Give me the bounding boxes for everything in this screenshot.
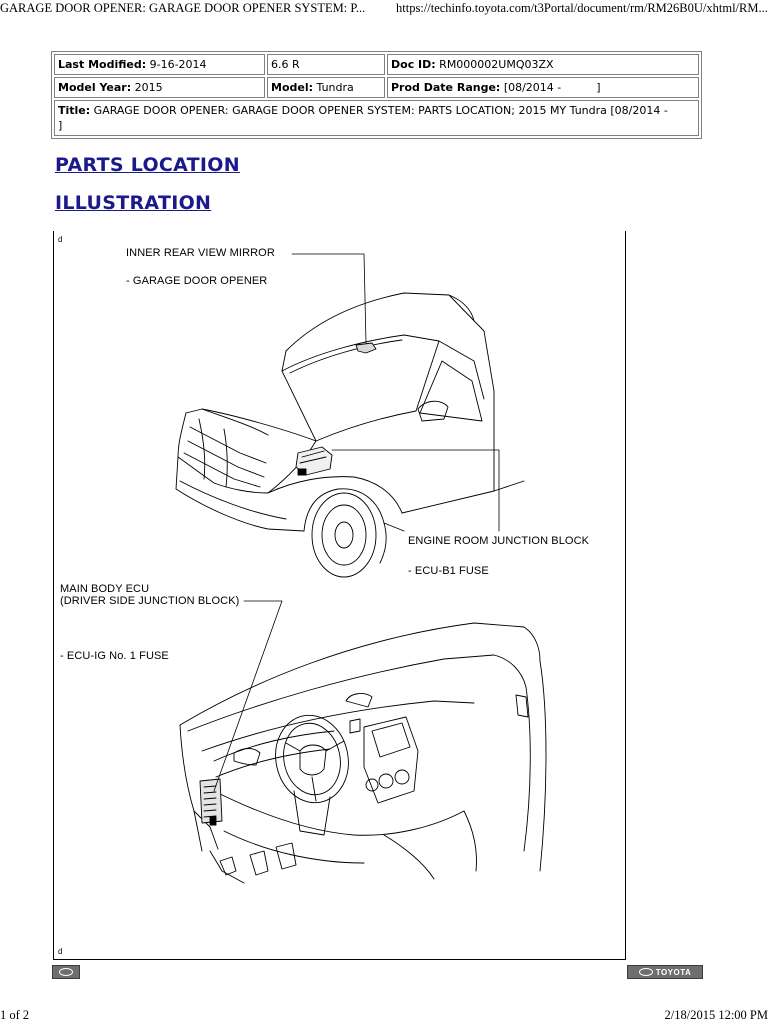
title-value: GARAGE DOOR OPENER: GARAGE DOOR OPENER S…	[58, 104, 703, 132]
label-main-body-ecu: MAIN BODY ECU	[60, 583, 150, 595]
parts-location-illustration: INNER REAR VIEW MIRROR - GARAGE DOOR OPE…	[53, 231, 626, 960]
toyota-logo-icon	[59, 968, 73, 976]
print-datetime: 2/18/2015 12:00 PM	[664, 1008, 768, 1022]
label-garage-opener: - GARAGE DOOR OPENER	[126, 275, 268, 287]
print-header-url[interactable]: https://techinfo.toyota.com/t3Portal/doc…	[396, 1, 768, 15]
label-ecu-b1-fuse: - ECU-B1 FUSE	[408, 565, 489, 577]
nav-back-button[interactable]	[52, 965, 80, 979]
label-driver-side-jb: (DRIVER SIDE JUNCTION BLOCK)	[60, 595, 240, 607]
print-footer: 1 of 2 2/18/2015 12:00 PM	[0, 1008, 768, 1024]
label-ecu-ig-fuse: - ECU-IG No. 1 FUSE	[60, 650, 169, 662]
nav-forward-button[interactable]: TOYOTA	[627, 965, 703, 979]
print-header-title: GARAGE DOOR OPENER: GARAGE DOOR OPENER S…	[0, 1, 366, 15]
illustration-heading[interactable]: ILLUSTRATION	[55, 192, 212, 214]
lower-leader-lines	[213, 600, 283, 792]
model-label: Model:	[271, 81, 314, 94]
corner-mark: d	[58, 947, 63, 956]
doc-id-label: Doc ID:	[391, 58, 436, 71]
page-number: 1 of 2	[0, 1008, 30, 1022]
prod-date-value: [08/2014 - ]	[503, 81, 601, 94]
last-modified-cell: Last Modified: 9-16-2014	[54, 54, 265, 75]
title-cell: Title: GARAGE DOOR OPENER: GARAGE DOOR O…	[54, 100, 699, 136]
engine-cell: 6.6 R	[267, 54, 385, 75]
last-modified-value: 9-16-2014	[149, 58, 207, 71]
engine-value: 6.6 R	[271, 58, 300, 71]
illustration-drawing	[175, 253, 547, 884]
model-year-label: Model Year:	[58, 81, 132, 94]
prod-date-label: Prod Date Range:	[391, 81, 501, 94]
parts-location-heading[interactable]: PARTS LOCATION	[55, 154, 240, 176]
model-year-cell: Model Year: 2015	[54, 77, 265, 98]
model-year-value: 2015	[134, 81, 163, 94]
label-inner-mirror: INNER REAR VIEW MIRROR	[126, 247, 275, 259]
corner-mark-top: d	[58, 235, 63, 244]
model-cell: Model: Tundra	[267, 77, 385, 98]
label-engine-room-jb: ENGINE ROOM JUNCTION BLOCK	[408, 535, 590, 547]
print-header: GARAGE DOOR OPENER: GARAGE DOOR OPENER S…	[0, 0, 768, 20]
title-label: Title:	[58, 104, 91, 117]
document-meta-table: Last Modified: 9-16-2014 6.6 R Doc ID: R…	[51, 51, 702, 139]
truck-drawing	[175, 292, 525, 578]
toyota-logo-icon	[638, 968, 653, 976]
model-value: Tundra	[316, 81, 354, 94]
upper-leader-lines	[291, 253, 500, 532]
dashboard-drawing	[179, 622, 547, 884]
doc-id-value: RM000002UMQ03ZX	[439, 58, 554, 71]
doc-id-cell: Doc ID: RM000002UMQ03ZX	[387, 54, 699, 75]
toyota-brand-label: TOYOTA	[655, 967, 692, 977]
prod-date-cell: Prod Date Range: [08/2014 - ]	[387, 77, 699, 98]
last-modified-label: Last Modified:	[58, 58, 147, 71]
